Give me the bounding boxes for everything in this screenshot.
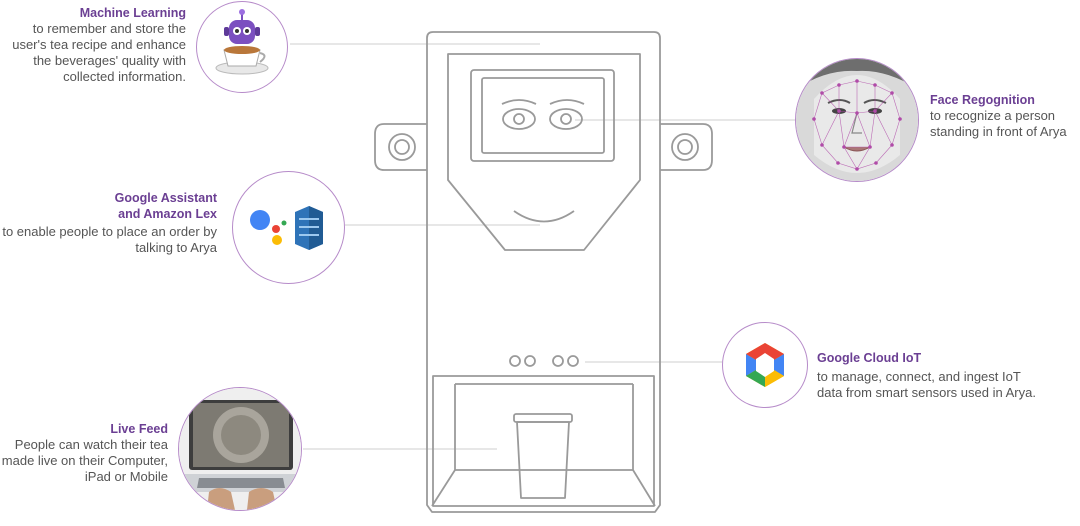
google-cloud-iot-icon (722, 322, 808, 408)
robot-screen-outer (470, 69, 615, 162)
feature-assistant: Google Assistant and Amazon Lex to enabl… (0, 190, 217, 256)
left-ear (374, 123, 427, 171)
feature-description: to recognize a person standing in front … (930, 108, 1067, 139)
cup-lid (513, 413, 573, 423)
feature-description: People can watch their tea made live on … (1, 437, 168, 484)
cup (516, 421, 570, 499)
feature-face-recognition: Face Regognition to recognize a person s… (930, 92, 1080, 140)
feature-title: Machine Learning (79, 6, 186, 20)
feature-google-cloud-iot: Google Cloud IoT to manage, connect, and… (817, 350, 1037, 401)
feature-machine-learning: Machine Learning to remember and store t… (0, 5, 186, 85)
dispenser-bay (432, 375, 655, 507)
robot-body (426, 31, 661, 513)
robot-tea-cup-icon (196, 1, 288, 93)
feature-title: Google Cloud IoT (817, 351, 922, 365)
feature-description: to remember and store the user's tea rec… (12, 21, 186, 84)
robot-screen-inner (481, 77, 605, 154)
robot-head-panel (447, 53, 641, 251)
feature-description: to manage, connect, and ingest IoT data … (817, 369, 1036, 400)
feature-title-line1: Google Assistant (114, 191, 217, 205)
left-eyebrow (501, 99, 537, 105)
feature-live-feed: Live Feed People can watch their tea mad… (0, 421, 168, 485)
laptop-photo-icon (178, 387, 302, 511)
robot-smile (513, 210, 575, 223)
face-mesh-photo-icon (795, 58, 919, 182)
feature-title: Face Regognition (930, 93, 1035, 107)
right-eye (549, 108, 583, 130)
google-assistant-icon (250, 210, 287, 245)
assistant-lex-circle (232, 171, 345, 284)
right-ear (660, 123, 713, 171)
feature-description: to enable people to place an order by ta… (2, 224, 217, 255)
right-eyebrow (549, 99, 585, 105)
robot-button (509, 355, 521, 367)
amazon-lex-icon (295, 206, 323, 250)
left-eye (502, 108, 536, 130)
feature-title: Live Feed (110, 422, 168, 436)
feature-title-line2: and Amazon Lex (118, 207, 217, 221)
